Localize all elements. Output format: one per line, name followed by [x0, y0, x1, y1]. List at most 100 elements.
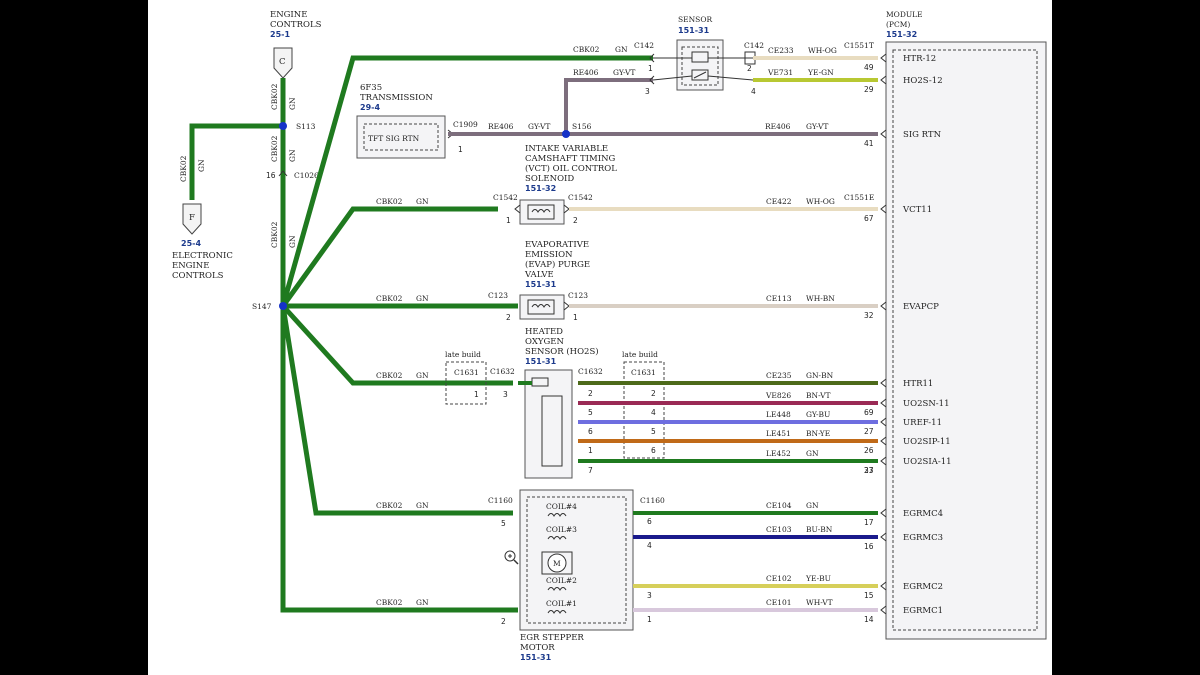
evap-l2: EMISSION [525, 250, 573, 260]
wire-vct-cbk02 [280, 206, 498, 308]
c142-arrow-l1 [649, 53, 655, 63]
pcm-pin-arrow [880, 75, 887, 85]
egr-l2: MOTOR [520, 643, 555, 653]
pin-vct-1: 1 [506, 216, 511, 225]
egr-ref: 151-31 [520, 653, 552, 662]
egr-motor-inner [526, 496, 627, 624]
vct-conn-right-label: C1542 [568, 193, 593, 202]
htr12-circuit-label: CE233 [768, 46, 794, 55]
pcm-pin-label: UO2SN-11 [903, 399, 950, 409]
uref-circuit-label: LE448 [766, 410, 791, 419]
evap-valve-box [519, 294, 565, 320]
evap-color-label: GN [416, 294, 429, 303]
pin-c1631-2: 2 [651, 389, 656, 398]
sensor-mid-color-label: GY-VT [613, 68, 635, 77]
c1909-pin: 1 [458, 145, 463, 154]
pin-ho2s-7: 7 [588, 466, 593, 475]
pcm-pin-arrow [880, 605, 887, 615]
ho2s-l3: SENSOR (HO2S) [525, 346, 599, 357]
pin-c142-4: 4 [751, 87, 756, 96]
sigrtn-color-label: GY-VT [528, 122, 550, 131]
electronic-l3: CONTROLS [172, 271, 224, 281]
sensor-ref: 151-31 [678, 26, 710, 35]
pcm-pin-number: 14 [864, 615, 874, 624]
pcm-pin-number: 37 [864, 466, 874, 475]
pcm-pin-label: EVAPCP [903, 302, 939, 312]
connector-c-shape [273, 47, 293, 79]
pcm-pin-number: 41 [864, 139, 874, 148]
egr-top-color-label: GN [416, 501, 429, 510]
c1631-left-pin: 1 [474, 390, 479, 399]
trans-l2: TRANSMISSION [360, 93, 433, 103]
egr-top-circuit-label: CBK02 [376, 501, 403, 510]
evap-arrow-right [563, 301, 570, 311]
pcm-pin-number: 27 [864, 427, 874, 436]
pcm-pin-label: UO2SIA-11 [903, 457, 952, 467]
wire-ho2s-cbk02 [281, 304, 513, 386]
pcm-pin-number: 17 [864, 518, 874, 527]
sigrtn-r-color-label: GY-VT [806, 122, 828, 131]
egrmc2-color-label: YE-BU [805, 574, 831, 583]
ho2s-l1: HEATED [525, 327, 563, 337]
pcm-pin-arrow [880, 508, 887, 518]
engine-controls-title: ENGINE [270, 10, 307, 20]
sensor-mid-circuit-label: RE406 [573, 68, 599, 77]
pcm-pin-label: HTR-12 [903, 54, 936, 64]
vct-color-label: GN [416, 197, 429, 206]
trunk-color-label-2: GN [288, 149, 297, 162]
pin-egr-1: 1 [647, 615, 652, 624]
pin-c142-1: 1 [648, 64, 653, 73]
coil1-label: COIL#1 [546, 599, 577, 608]
uref-color-label: GY-BU [806, 410, 830, 419]
c1026-arrow [278, 170, 288, 177]
electronic-l1: ELECTRONIC [172, 251, 233, 261]
vct-l3: (VCT) OIL CONTROL [525, 163, 617, 174]
htr11-color-label: GN-BN [806, 371, 834, 380]
pin-egr-4: 4 [647, 541, 652, 550]
tft-sig-rtn-inner [363, 123, 439, 151]
wire-egr-bottom-cbk02 [280, 306, 518, 613]
trunk-circuit-label-1: CBK02 [270, 83, 279, 110]
egr-conn-right-label: C1160 [640, 496, 665, 505]
late-build-left: late build [445, 350, 481, 359]
pcm-pin-arrow [880, 378, 887, 388]
evap-l4: VALVE [524, 270, 554, 280]
pcm-pin-label: VCT11 [902, 205, 932, 215]
sigrtn-r-circuit-label: RE406 [765, 122, 791, 131]
pcm-pin-number: 49 [864, 63, 874, 72]
zoom-icon[interactable] [504, 550, 516, 562]
zoom-icon-handle[interactable] [513, 559, 519, 565]
ho2s-element [541, 395, 563, 467]
sigrtn-circuit-label: RE406 [488, 122, 514, 131]
evap-right-circuit-label: CE113 [766, 294, 792, 303]
vct-right-circuit-label: CE422 [766, 197, 792, 206]
top-sensor-box [676, 39, 724, 91]
pin-ho2s-3: 3 [503, 390, 508, 399]
engine-controls-ref: 25-1 [270, 30, 290, 39]
vct-circuit-label: CBK02 [376, 197, 403, 206]
c1631-right-label: C1631 [631, 368, 656, 377]
evap-ref: 151-31 [525, 280, 557, 289]
pcm-ref: 151-32 [886, 30, 917, 39]
egrmc4-color-label: GN [806, 501, 819, 510]
ho2s-conn-right-label: C1632 [578, 367, 603, 376]
egr-bot-circuit-label: CBK02 [376, 598, 403, 607]
top-color-label: GN [615, 45, 628, 54]
ho2s-circuit-label: CBK02 [376, 371, 403, 380]
c142-right-label: C142 [744, 41, 764, 50]
electronic-l2: ENGINE [172, 261, 209, 271]
wire-top-cbk02 [280, 55, 653, 307]
wire-egr-top-cbk02 [280, 305, 513, 516]
egrmc2-circuit-label: CE102 [766, 574, 792, 583]
pcm-pin-number: 26 [864, 446, 874, 455]
pcm-pin-arrow [880, 204, 887, 214]
splice-s147-dot [279, 302, 287, 310]
uo2sip-color-label: BN-YE [806, 429, 830, 438]
sensor-partial-label: SENSOR [678, 15, 712, 24]
coil3-label: COIL#3 [546, 525, 577, 534]
pcm-pin-number: 69 [864, 408, 874, 417]
pcm-top-conn-label: C1551T [844, 41, 874, 50]
vct-ref: 151-32 [525, 184, 556, 193]
egrmc4-circuit-label: CE104 [766, 501, 792, 510]
pin-ho2s-6: 6 [588, 427, 593, 436]
